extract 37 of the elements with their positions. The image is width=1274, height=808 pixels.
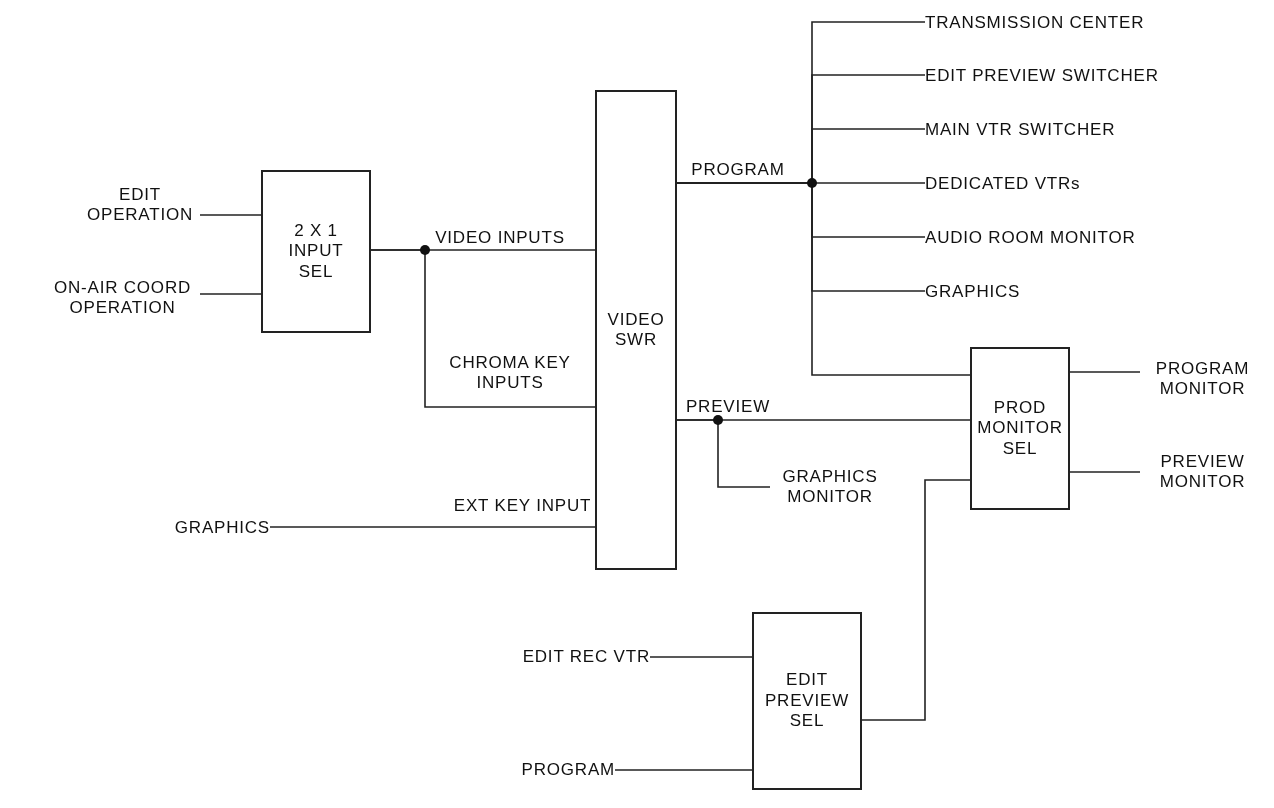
connector-line — [199, 214, 262, 216]
signal-label: GRAPHICS — [150, 516, 270, 540]
signal-label: MAIN VTR SWITCHER — [925, 118, 1185, 142]
connector-line — [1069, 471, 1141, 473]
signal-label: EDIT REC VTR — [450, 645, 650, 669]
block-box — [970, 347, 1070, 510]
connector-line — [676, 419, 771, 488]
signal-label: ON-AIR COORD OPERATION — [45, 273, 200, 323]
signal-label: PROGRAM — [500, 758, 615, 782]
edge-label: VIDEO INPUTS — [434, 228, 566, 249]
signal-label: PROGRAM MONITOR — [1140, 354, 1265, 404]
block-box — [261, 170, 371, 333]
connector-line — [370, 249, 596, 408]
block-box — [595, 90, 677, 570]
block-label: 2 X 1 INPUT SEL — [287, 220, 345, 283]
edge-label: CHROMA KEY INPUTS — [448, 353, 572, 394]
signal-label: EDIT OPERATION — [80, 180, 200, 230]
block-label: VIDEO SWR — [606, 309, 666, 351]
signal-label: GRAPHICS MONITOR — [770, 462, 890, 512]
edge-label: PROGRAM — [690, 160, 786, 181]
block-box — [752, 612, 862, 790]
signal-label: TRANSMISSION CENTER — [925, 11, 1185, 35]
connector-line — [614, 769, 753, 771]
connector-line — [649, 656, 753, 658]
block-label: PROD MONITOR SEL — [976, 397, 1064, 460]
signal-label: PREVIEW MONITOR — [1140, 447, 1265, 497]
edge-label: EXT KEY INPUT — [452, 496, 593, 517]
signal-label: GRAPHICS — [925, 280, 1185, 304]
connector-line — [861, 479, 971, 721]
connector-line — [199, 293, 262, 295]
connector-line — [269, 526, 596, 528]
block-label: EDIT PREVIEW SEL — [764, 670, 850, 732]
signal-label: AUDIO ROOM MONITOR — [925, 226, 1185, 250]
signal-label: DEDICATED VTRs — [925, 172, 1185, 196]
signal-label: EDIT PREVIEW SWITCHER — [925, 64, 1185, 88]
connector-line — [1069, 371, 1141, 373]
edge-label: PREVIEW — [685, 397, 771, 418]
